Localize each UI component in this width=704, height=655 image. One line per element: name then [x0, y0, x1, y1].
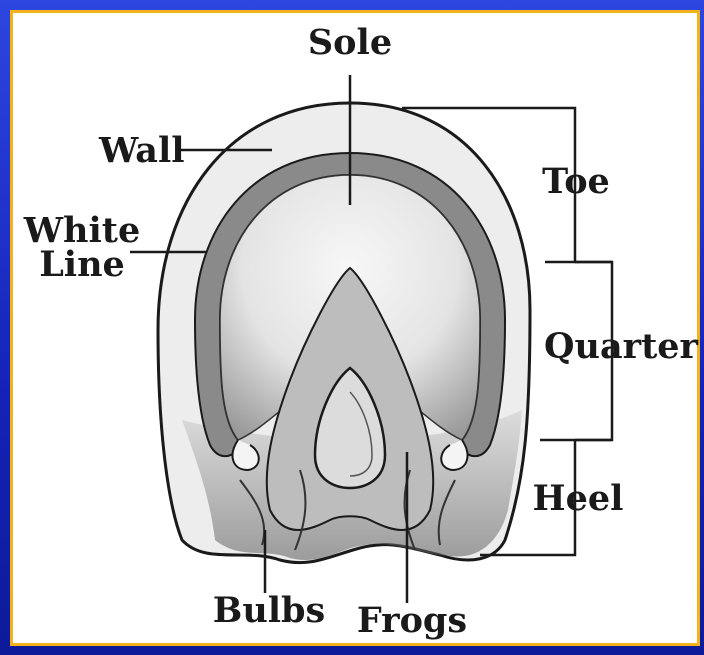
toe-label: Toe — [542, 161, 610, 202]
sole-label: Sole — [308, 22, 392, 63]
heel-label: Heel — [533, 478, 624, 519]
quarter-label: Quarter — [544, 326, 698, 367]
frogs-label: Frogs — [357, 600, 467, 641]
wall-label: Wall — [98, 130, 185, 171]
white-line-label-2: Line — [39, 244, 125, 285]
bulbs-label: Bulbs — [213, 590, 326, 631]
